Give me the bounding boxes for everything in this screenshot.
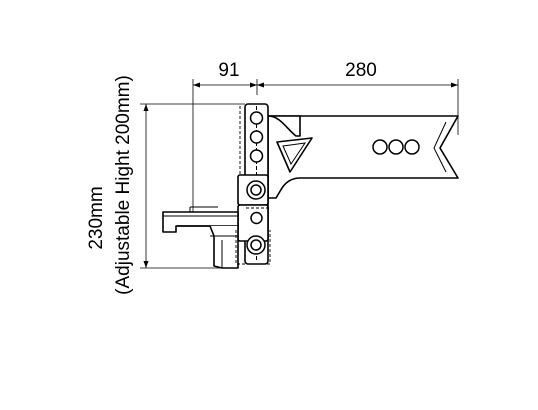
drop-hole-1 (249, 111, 264, 125)
ball-mount-gusset (176, 225, 239, 269)
shank-arm (267, 115, 301, 137)
arrow-right-280 (451, 82, 458, 88)
arrow-right-91 (250, 82, 257, 88)
hidden-line-clamp (235, 230, 271, 265)
arrow-left-91 (193, 82, 200, 88)
upper-clamp-pin-inner (250, 184, 262, 196)
dimension-lines (140, 79, 459, 269)
arrow-top-height (143, 104, 149, 111)
middle-hole (250, 211, 263, 225)
bar-hole-3 (404, 139, 420, 155)
dimension-label-230mm: 230mm (86, 186, 107, 249)
hitch-part (162, 103, 459, 269)
bar-hole-2 (388, 139, 404, 155)
dimension-label-280: 280 (345, 60, 377, 81)
drop-hole-3 (249, 149, 264, 163)
dimension-label-91: 91 (218, 60, 239, 81)
bar-hole-1 (372, 139, 388, 155)
arm-triangle-inner (282, 142, 307, 166)
height-dimension-label-group: 230mm (86, 186, 107, 249)
shank-bar (267, 115, 459, 199)
dimension-label-adjustable-height: (Adjustable Hight 200mm) (113, 75, 134, 295)
lower-clamp-pin-inner (250, 239, 262, 251)
drop-hole-2 (249, 130, 264, 144)
shank-fork-inner (433, 121, 447, 173)
arrow-left-280 (257, 82, 264, 88)
arrow-bottom-height (143, 261, 149, 268)
adjustable-height-label-group: (Adjustable Hight 200mm) (113, 75, 134, 295)
